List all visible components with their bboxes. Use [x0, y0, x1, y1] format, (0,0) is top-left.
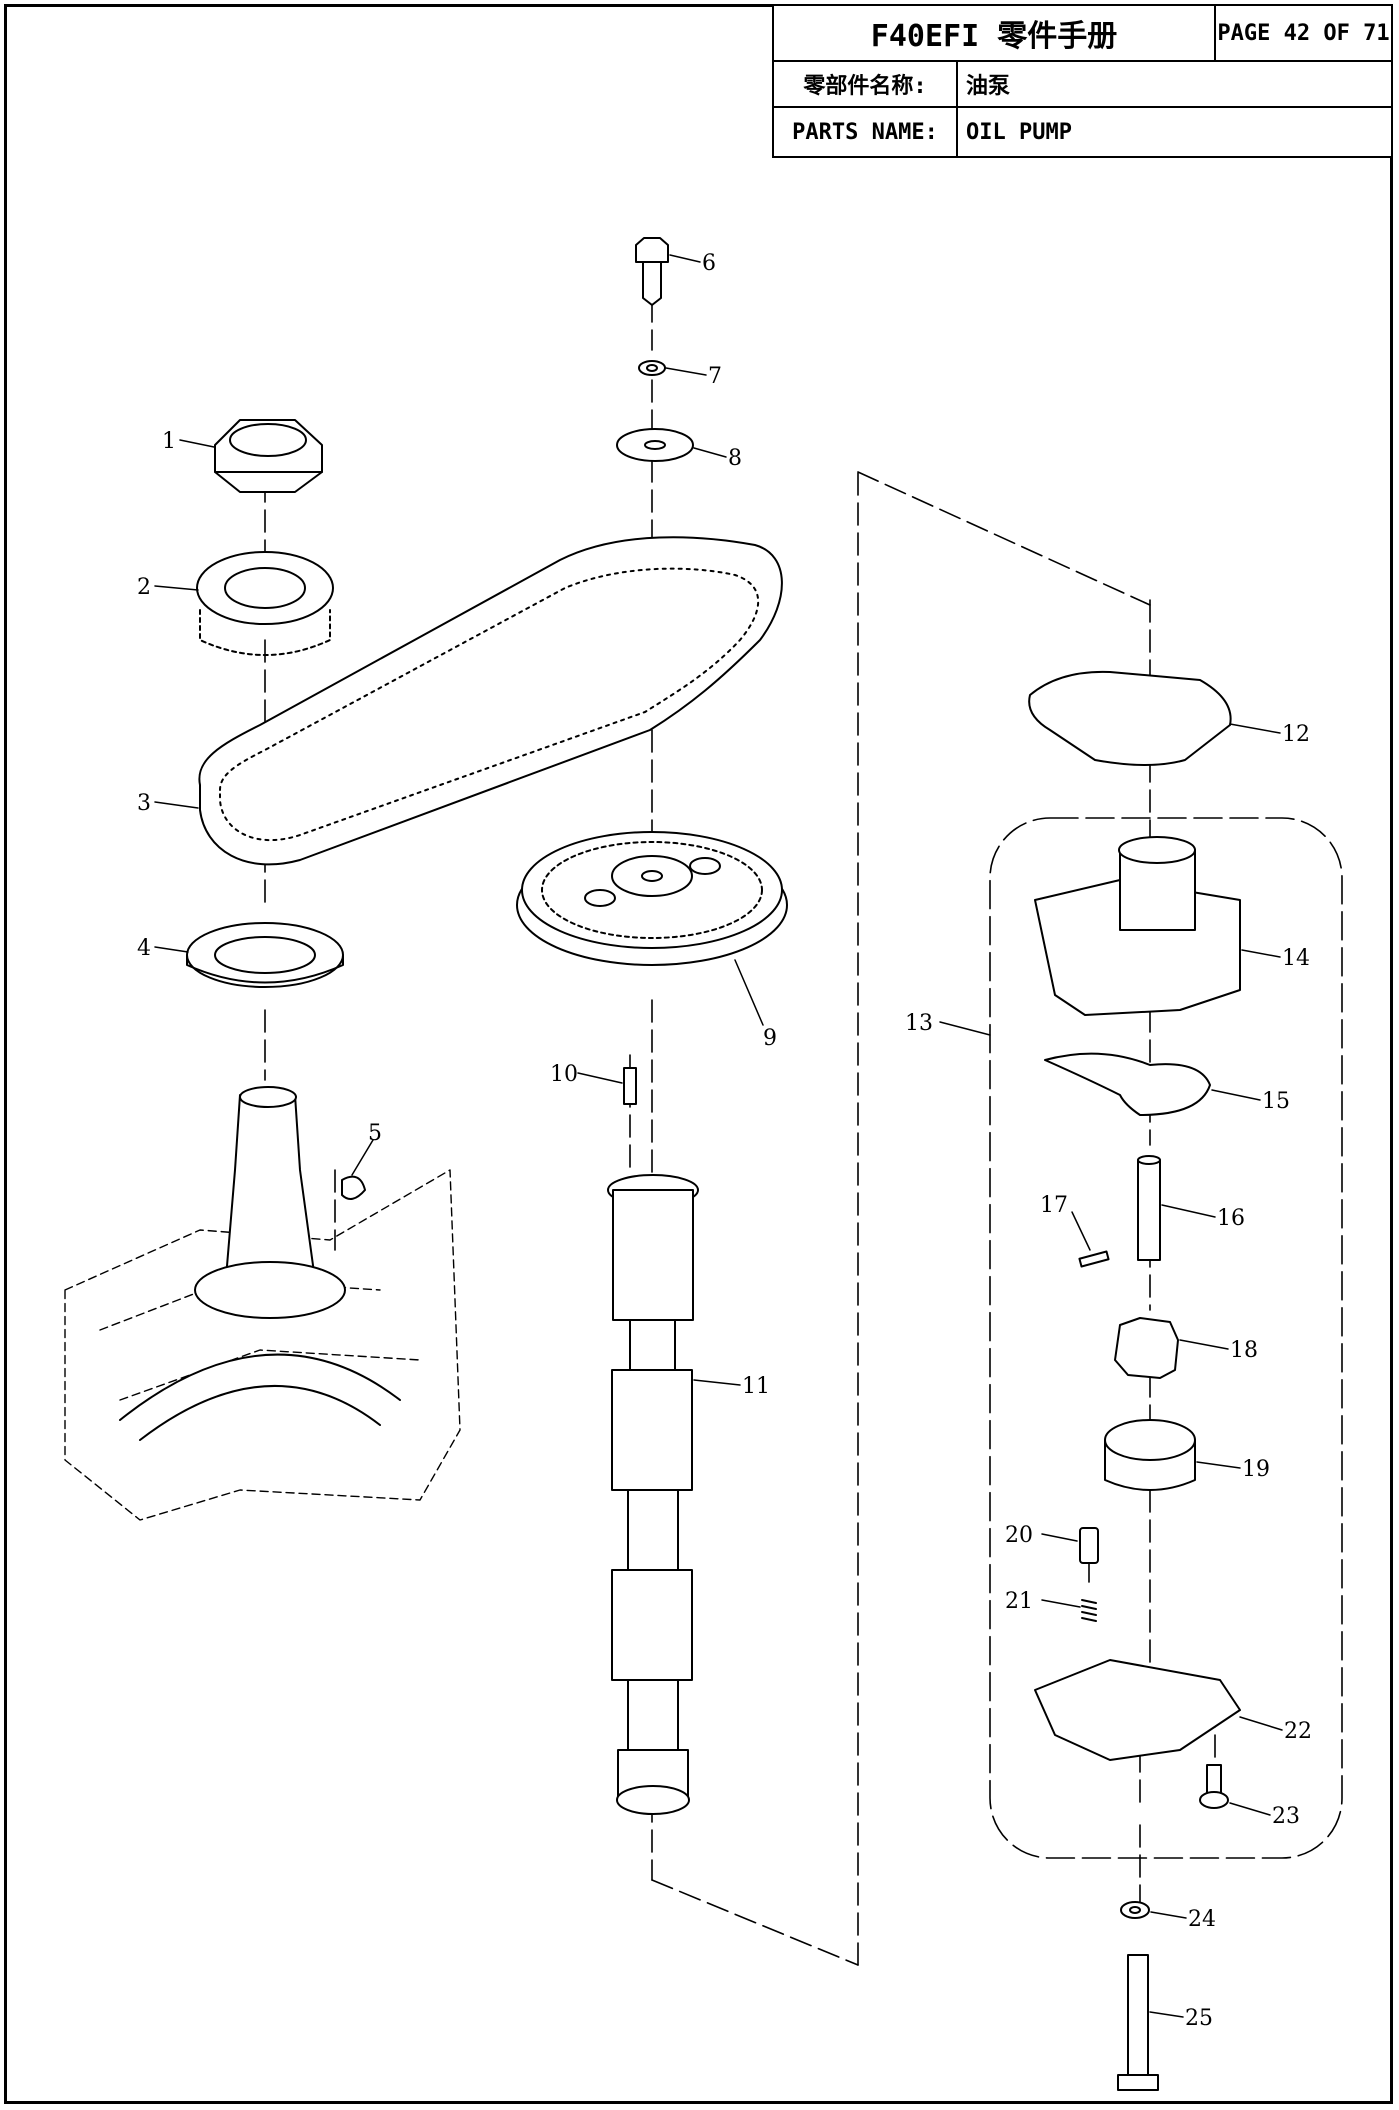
part-22-pump-cover — [1034, 1659, 1241, 1761]
callout-16: 16 — [1217, 1206, 1245, 1231]
callout-14: 14 — [1282, 946, 1310, 971]
part-8-washer — [616, 428, 694, 462]
callout-7: 7 — [708, 364, 722, 389]
part-2-pulley — [196, 551, 334, 656]
part-1-nut — [214, 419, 323, 493]
callout-15: 15 — [1262, 1089, 1290, 1114]
part-24-washer — [1120, 1901, 1150, 1919]
part-9-cam-sprocket — [516, 831, 788, 966]
callout-1: 1 — [162, 429, 176, 454]
callout-17: 17 — [1040, 1193, 1068, 1218]
part-10-dowel-pin — [623, 1067, 637, 1105]
part-14-pump-housing — [1034, 836, 1241, 1016]
part-11-camshaft — [607, 1174, 699, 1815]
callout-11: 11 — [742, 1374, 770, 1399]
callout-18: 18 — [1230, 1338, 1258, 1363]
crankshaft — [119, 1086, 401, 1441]
part-19-outer-rotor — [1104, 1419, 1196, 1491]
callout-5: 5 — [368, 1121, 382, 1146]
callout-8: 8 — [728, 446, 742, 471]
callout-21: 21 — [1005, 1589, 1033, 1614]
part-6-bolt — [635, 237, 669, 306]
part-13-assembly-boundary — [989, 817, 1343, 1859]
callout-2: 2 — [137, 575, 151, 600]
en-name-label: PARTS NAME: — [772, 106, 958, 158]
cn-name-value: 油泵 — [956, 60, 1393, 108]
part-15-o-ring — [1044, 1052, 1211, 1116]
leader-lines — [154, 254, 1283, 2018]
part-23-screw — [1199, 1764, 1229, 1809]
callout-22: 22 — [1284, 1719, 1312, 1744]
callout-20: 20 — [1005, 1523, 1033, 1548]
cn-name-label: 零部件名称: — [772, 60, 958, 108]
callout-24: 24 — [1188, 1907, 1216, 1932]
callout-labels: 1 2 3 4 5 6 7 8 9 10 11 12 13 14 15 16 1… — [137, 251, 1312, 2031]
page-border — [4, 4, 1393, 2104]
part-20-plunger — [1079, 1527, 1099, 1564]
en-name-value: OIL PUMP — [956, 106, 1393, 158]
callout-12: 12 — [1282, 722, 1310, 747]
part-25-bolt — [1117, 1954, 1159, 2091]
callout-23: 23 — [1272, 1804, 1300, 1829]
callout-10: 10 — [550, 1062, 578, 1087]
callout-3: 3 — [137, 791, 151, 816]
part-16-pump-shaft — [1137, 1155, 1161, 1261]
part-3-timing-belt — [198, 536, 783, 866]
part-21-spring — [1081, 1599, 1097, 1622]
callout-9: 9 — [763, 1026, 777, 1051]
callout-13: 13 — [905, 1011, 933, 1036]
part-4-washer — [186, 922, 344, 988]
part-12-gasket — [1028, 670, 1232, 766]
part-18-inner-rotor — [1114, 1317, 1179, 1379]
part-17-pin — [1078, 1250, 1110, 1268]
callout-25: 25 — [1185, 2006, 1213, 2031]
callout-19: 19 — [1242, 1457, 1270, 1482]
callout-6: 6 — [702, 251, 716, 276]
part-5-key — [341, 1175, 366, 1200]
part-7-washer — [638, 360, 666, 376]
callout-4: 4 — [137, 936, 151, 961]
